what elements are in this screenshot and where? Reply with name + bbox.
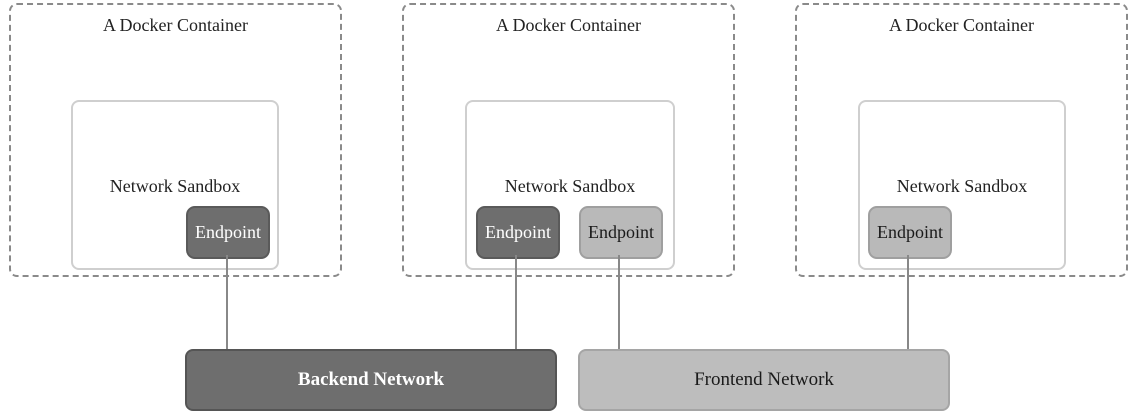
network-sandbox-1: Network Sandbox Endpoint <box>71 100 279 270</box>
frontend-network: Frontend Network <box>578 349 950 411</box>
docker-container-1: A Docker Container Network Sandbox Endpo… <box>9 3 342 277</box>
connector-line <box>515 255 517 350</box>
endpoint-frontend: Endpoint <box>868 206 952 259</box>
sandbox-title: Network Sandbox <box>504 176 636 196</box>
endpoint-backend: Endpoint <box>186 206 270 259</box>
sandbox-title: Network Sandbox <box>109 176 241 196</box>
container-title: A Docker Container <box>496 15 641 35</box>
sandbox-title: Network Sandbox <box>896 176 1028 196</box>
connector-line <box>907 255 909 350</box>
connector-line <box>618 255 620 350</box>
connector-line <box>226 255 228 350</box>
docker-container-2: A Docker Container Network Sandbox Endpo… <box>402 3 735 277</box>
network-sandbox-3: Network Sandbox Endpoint <box>858 100 1066 270</box>
container-title: A Docker Container <box>103 15 248 35</box>
docker-container-3: A Docker Container Network Sandbox Endpo… <box>795 3 1128 277</box>
container-title: A Docker Container <box>889 15 1034 35</box>
network-sandbox-2: Network Sandbox Endpoint Endpoint <box>465 100 675 270</box>
endpoint-backend: Endpoint <box>476 206 560 259</box>
backend-network: Backend Network <box>185 349 557 411</box>
endpoint-frontend: Endpoint <box>579 206 663 259</box>
